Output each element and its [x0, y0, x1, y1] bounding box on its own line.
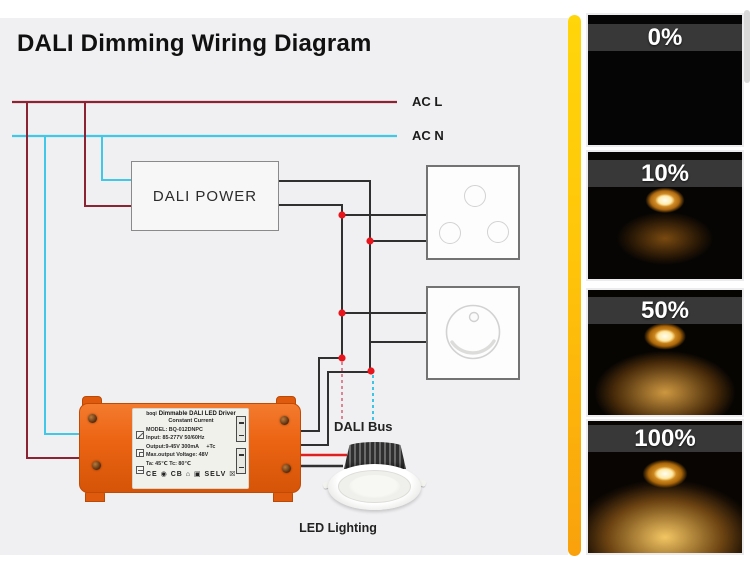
brightness-gradient-bar [568, 15, 581, 556]
dali-led-driver: boqi Dimmable DALI LED Driver Constant C… [79, 395, 301, 502]
driver-input-spec: Input: 85-277V 50/60Hz [146, 435, 205, 442]
scrollbar-thumb[interactable] [744, 10, 750, 83]
led-lighting-label: LED Lighting [299, 521, 377, 535]
percent-label: 0% [647, 24, 683, 51]
screw-icon [92, 461, 101, 470]
percent-label: 10% [640, 160, 690, 187]
button-top-icon [464, 185, 486, 207]
brightness-photo-50: 50% [586, 288, 744, 417]
lamp-lens [349, 475, 400, 498]
driver-brand: boqi [146, 411, 157, 417]
driver-title: Dimmable DALI LED Driver [158, 411, 236, 417]
dali-bus-wire-b [279, 204, 343, 432]
screw-icon [282, 464, 291, 473]
percent-label: 100% [634, 425, 696, 452]
led-terminal-block [236, 448, 246, 474]
ac-l-label: AC L [412, 94, 443, 109]
button-right-icon [487, 221, 509, 243]
dali-terminal-block [236, 416, 246, 442]
screw-icon [280, 416, 289, 425]
driver-output-note: +Tc [206, 443, 216, 450]
ac-l-to-dali-power-wire [84, 101, 131, 207]
ac-l-to-driver-wire [26, 101, 80, 459]
rotary-knob-icon [445, 304, 501, 360]
dali-bus-label: DALI Bus [334, 419, 393, 434]
dali-power-box: DALI POWER [131, 161, 279, 231]
brightness-photo-100: 100% [586, 419, 744, 555]
driver-spec-label: boqi Dimmable DALI LED Driver Constant C… [132, 408, 249, 489]
percent-label: 50% [640, 297, 690, 324]
ac-n-label: AC N [412, 128, 444, 143]
percent-band: 10% [588, 160, 742, 187]
dali-pushbutton-switch [426, 165, 520, 260]
dali-bus-wire-a [279, 180, 371, 446]
driver-subtitle: Constant Current [168, 418, 214, 424]
wiring-diagram-lines [12, 100, 426, 468]
led-downlight [322, 439, 427, 511]
screw-icon [88, 414, 97, 423]
junction-dots [338, 211, 375, 375]
page-title: DALI Dimming Wiring Diagram [17, 30, 372, 57]
percent-band: 100% [588, 425, 742, 452]
percent-band: 0% [588, 24, 742, 51]
ac-n-to-driver-wire [44, 135, 80, 435]
dali-rotary-dimmer-switch [426, 286, 520, 380]
percent-band: 50% [588, 297, 742, 324]
ac-n-to-dali-power-wire [101, 135, 131, 181]
class2-icon [136, 449, 144, 457]
driver-model: MODEL: BQ-012DNPC [146, 426, 203, 433]
driver-cert-marks: CE ◉ CB ⌂ ▣ SELV ☒ [146, 470, 237, 478]
brightness-photo-10: 10% [586, 150, 744, 281]
driver-max-voltage: Max.output Voltage: 48V [146, 452, 209, 459]
cert-symbol-icon [136, 466, 144, 474]
driver-temps: Ta: 45℃ Tc: 80℃ [146, 460, 191, 467]
brightness-photo-0: 0% [586, 13, 744, 147]
driver-output-spec: Output:9-45V 300mA [146, 443, 199, 450]
button-left-icon [439, 222, 461, 244]
dali-power-label: DALI POWER [152, 187, 258, 205]
cert-symbol-icon [136, 431, 144, 439]
